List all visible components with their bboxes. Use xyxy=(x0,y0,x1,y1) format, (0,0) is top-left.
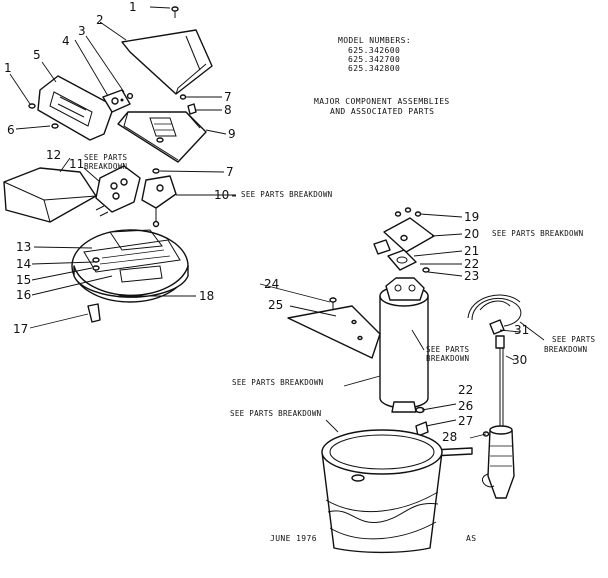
top-cover xyxy=(121,29,213,95)
callout-21: 21 xyxy=(464,244,479,258)
callout-18: 18 xyxy=(199,289,214,303)
leader-lines xyxy=(9,21,545,439)
callout-26: 26 xyxy=(458,399,473,413)
switch-housing xyxy=(95,165,141,217)
callout-14: 14 xyxy=(16,257,31,271)
screw-1-top xyxy=(149,6,179,18)
callout-23: 23 xyxy=(464,269,479,283)
half-lid xyxy=(3,167,97,223)
callout-4: 4 xyxy=(62,34,70,48)
callout-24: 24 xyxy=(264,277,279,291)
model-number-3: 625.342800 xyxy=(348,64,400,73)
model-number-1: 625.342600 xyxy=(348,46,400,55)
note-31-see-parts: SEE PARTS xyxy=(552,335,596,344)
callout-8: 8 xyxy=(224,103,232,117)
callout-16: 16 xyxy=(16,288,31,302)
mounting-plate-assembly xyxy=(373,207,435,255)
callout-15: 15 xyxy=(16,273,31,287)
model-numbers-heading: MODEL NUMBERS: xyxy=(338,36,411,45)
callout-13: 13 xyxy=(16,240,31,254)
screw-6 xyxy=(51,123,59,129)
footer: JUNE 1976 AS xyxy=(270,534,476,543)
screw-1-left xyxy=(28,103,36,109)
note-cylinder-see-parts: SEE PARTS xyxy=(426,345,470,354)
callout-2: 2 xyxy=(96,13,104,27)
callout-11: 11 xyxy=(69,157,84,171)
callout-1-left: 1 xyxy=(4,61,12,75)
callout-1-top: 1 xyxy=(129,0,137,14)
diagram-subtitle: MAJOR COMPONENT ASSEMBLIES AND ASSOCIATE… xyxy=(314,97,450,116)
note-tub-see-parts-breakdown: SEE PARTS BREAKDOWN xyxy=(230,409,322,418)
callout-6: 6 xyxy=(7,123,15,137)
fitting-27 xyxy=(415,421,429,437)
footer-code: AS xyxy=(466,534,476,543)
clip-8 xyxy=(187,103,197,115)
screw-23 xyxy=(422,267,430,273)
callout-28: 28 xyxy=(442,430,457,444)
gasket xyxy=(387,249,417,271)
tub-top-base xyxy=(71,229,189,303)
note-20-see-parts-breakdown: SEE PARTS BREAKDOWN xyxy=(492,229,584,238)
callout-22-lower: 22 xyxy=(458,383,473,397)
note-10-see-parts-breakdown: SEE PARTS BREAKDOWN xyxy=(241,190,333,199)
note-11-breakdown: BREAKDOWN xyxy=(84,162,127,171)
callout-3: 3 xyxy=(78,24,86,38)
note-cylinder-breakdown: BREAKDOWN xyxy=(426,354,469,363)
callout-12: 12 xyxy=(46,148,61,162)
callout-31: 31 xyxy=(514,323,529,337)
callout-25: 25 xyxy=(268,298,283,312)
motor-cylinder xyxy=(379,277,429,413)
callout-19: 19 xyxy=(464,210,479,224)
screw-24 xyxy=(329,297,337,310)
note-11-see-parts: SEE PARTS xyxy=(84,153,128,162)
callout-27: 27 xyxy=(458,414,473,428)
tub xyxy=(321,429,443,554)
clip-17 xyxy=(87,303,101,323)
callout-10: 10 xyxy=(214,188,229,202)
control-tray xyxy=(117,111,207,163)
model-number-2: 625.342700 xyxy=(348,55,400,64)
callout-20: 20 xyxy=(464,227,479,241)
callout-labels: 1 2 3 4 5 1 6 7 8 9 7 10 SEE PARTS BREAK… xyxy=(4,0,596,444)
bracket-plate xyxy=(287,305,381,359)
hose-assembly xyxy=(467,294,522,499)
model-numbers-block: MODEL NUMBERS: 625.342600 625.342700 625… xyxy=(338,36,411,73)
subtitle-line-1: MAJOR COMPONENT ASSEMBLIES xyxy=(314,97,450,106)
callout-30: 30 xyxy=(512,353,527,367)
callout-17: 17 xyxy=(13,322,28,336)
note-31-breakdown: BREAKDOWN xyxy=(544,345,587,354)
callout-9: 9 xyxy=(228,127,236,141)
bezel-frame xyxy=(37,75,115,141)
screw-7-lower xyxy=(152,168,160,174)
bracket xyxy=(141,175,177,228)
subtitle-line-2: AND ASSOCIATED PARTS xyxy=(330,107,434,116)
callout-7-upper: 7 xyxy=(224,90,232,104)
callout-22-upper: 22 xyxy=(464,257,479,271)
footer-date: JUNE 1976 xyxy=(270,534,317,543)
callout-5: 5 xyxy=(33,48,41,62)
screw-7-upper xyxy=(179,94,187,100)
knob-plate xyxy=(102,89,134,113)
note-motor-see-parts-breakdown: SEE PARTS BREAKDOWN xyxy=(232,378,324,387)
callout-7-lower: 7 xyxy=(226,165,234,179)
